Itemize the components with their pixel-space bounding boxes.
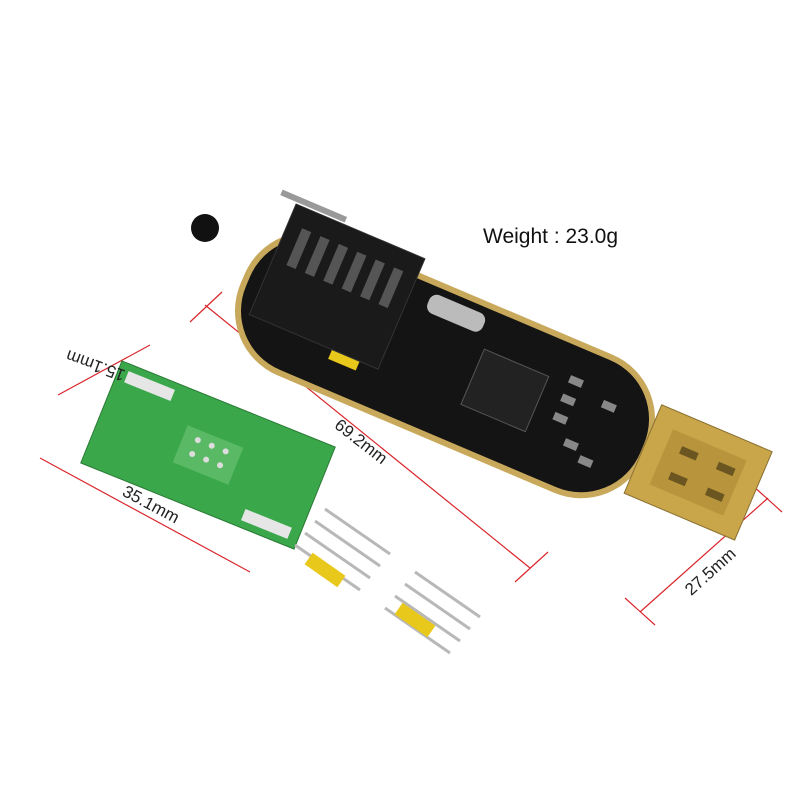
width-dimension-line (639, 497, 769, 613)
crystal (427, 294, 486, 332)
adapter-width-dimension-line (57, 344, 151, 396)
sop-adapter-board (80, 360, 336, 550)
weight-label: Weight : 23.0g (483, 225, 619, 248)
adapter-length-dimension-line (39, 457, 251, 573)
pin-header-1 (294, 507, 391, 592)
usb-chip (460, 348, 550, 433)
pin-header-2 (384, 570, 481, 655)
lever-knob (191, 214, 219, 242)
socket-lever (280, 189, 348, 223)
zif-socket (248, 189, 426, 370)
usb-connector (623, 404, 773, 541)
programmer-board (234, 189, 773, 541)
